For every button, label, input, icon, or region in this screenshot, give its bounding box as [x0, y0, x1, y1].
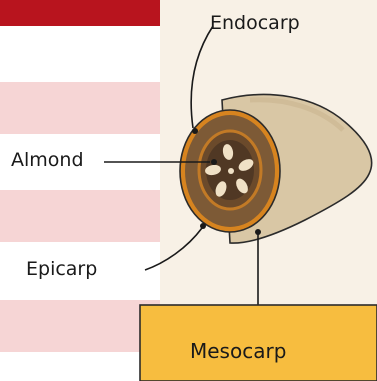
- red-band: [0, 0, 160, 26]
- mesocarp-label: Mesocarp: [190, 341, 286, 361]
- epicarp-label: Epicarp: [26, 260, 97, 279]
- pink-band-1: [0, 82, 160, 134]
- epicarp-leader-dot: [200, 223, 206, 229]
- pink-band-2: [0, 190, 160, 242]
- endocarp-label: Endocarp: [210, 14, 300, 33]
- almond-label: Almond: [11, 151, 84, 170]
- mesocarp-leader-dot: [255, 229, 261, 235]
- seed-center: [228, 168, 234, 174]
- endocarp-leader-dot: [192, 128, 198, 134]
- almond-leader-dot: [211, 159, 217, 165]
- pink-band-3: [0, 300, 160, 352]
